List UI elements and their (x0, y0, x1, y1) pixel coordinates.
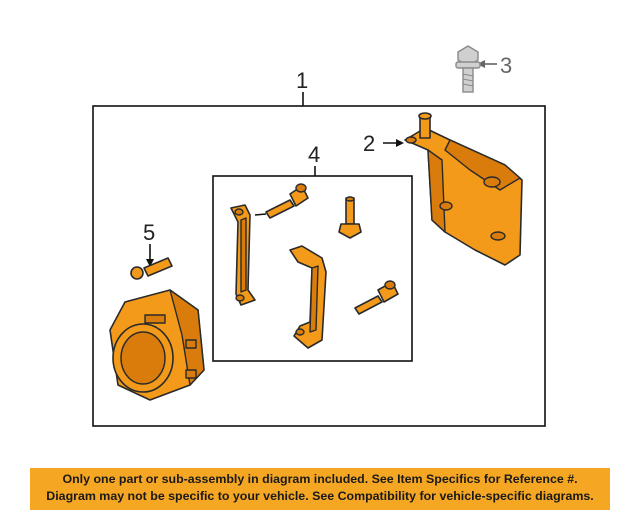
kit-box (212, 175, 413, 362)
callout-4-label: 4 (308, 142, 320, 167)
disclaimer-banner: Only one part or sub-assembly in diagram… (30, 468, 610, 510)
bulb-bracket-kit-drawing (230, 183, 399, 349)
mounting-bracket-drawing (404, 112, 523, 266)
callout-5-arrowhead (146, 259, 154, 267)
callout-5-label: 5 (143, 220, 155, 245)
bracket-bolt-drawing (455, 45, 481, 93)
disclaimer-line-1: Only one part or sub-assembly in diagram… (62, 472, 578, 486)
callout-1-label: 1 (296, 68, 308, 93)
fog-lamp-drawing (109, 289, 205, 401)
callout-3-arrowhead (477, 60, 485, 68)
callout-2-arrowhead (396, 139, 404, 147)
lamp-screw-drawing (130, 257, 173, 280)
callout-2-label: 2 (363, 131, 375, 156)
assembly-box (92, 105, 546, 427)
callout-3-label: 3 (500, 53, 512, 78)
disclaimer-line-2: Diagram may not be specific to your vehi… (46, 489, 594, 503)
